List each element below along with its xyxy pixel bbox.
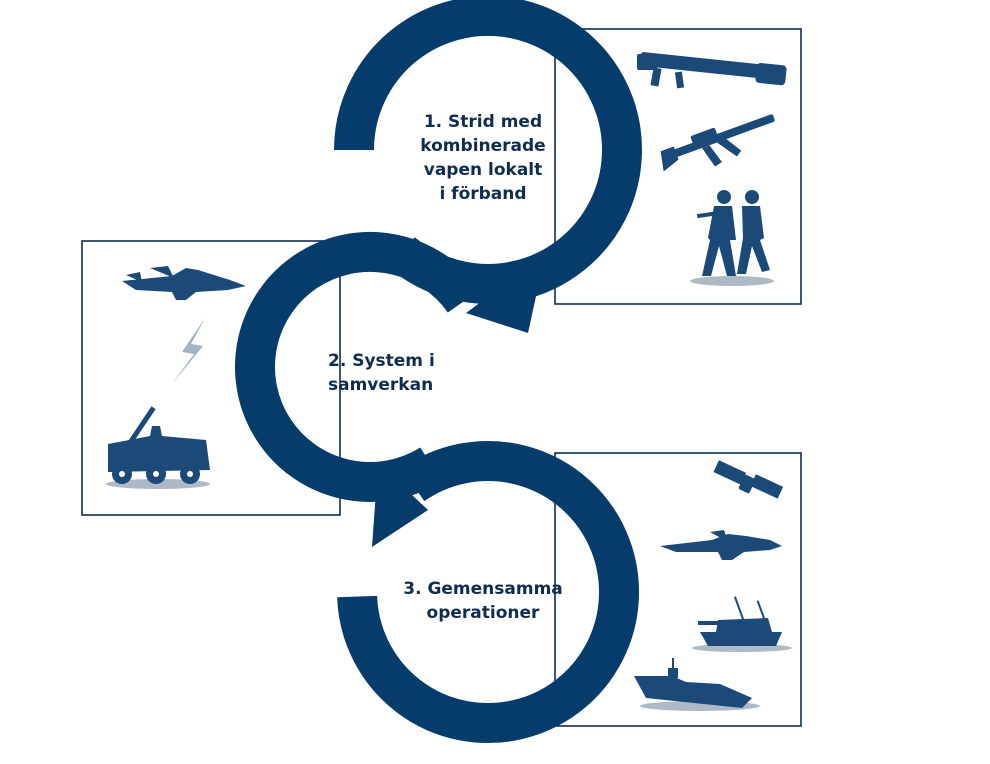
rocket-launcher-icon (637, 52, 787, 89)
fighter-jet-icon (122, 266, 246, 300)
panel-2-frame (81, 240, 341, 516)
ring-1-arrowhead (466, 255, 545, 333)
step-2-label: 2. System i samverkan (328, 351, 435, 395)
cycle-rings (235, 0, 642, 744)
fighter-jet-icon (660, 530, 782, 560)
panel-1-frame (554, 28, 802, 305)
satellite-icon (713, 460, 784, 499)
lightning-icon (172, 318, 205, 384)
soldiers-icon (690, 190, 774, 286)
step-3-label: 3. Gemensamma operationer (403, 579, 563, 623)
naval-ship-icon (634, 658, 760, 711)
ring-3-arc (337, 441, 640, 744)
ring-2-arrowhead (372, 463, 428, 547)
ring-2-arc (235, 232, 481, 502)
artillery-vehicle-icon (106, 406, 210, 489)
panel-3-frame (554, 452, 802, 727)
tank-icon (692, 596, 792, 652)
step-1-label: 1. Strid med kombinerade vapen lokalt i … (420, 112, 546, 204)
assault-rifle-icon (660, 114, 775, 172)
